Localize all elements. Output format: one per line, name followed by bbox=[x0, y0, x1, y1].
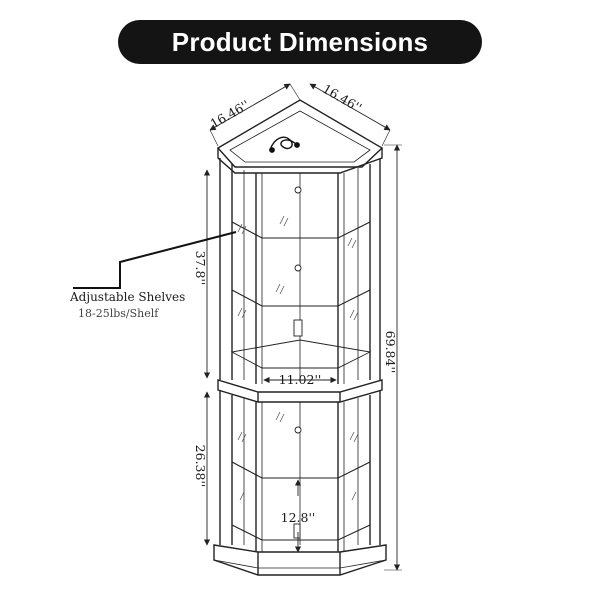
cabinet-base bbox=[213, 544, 387, 576]
hinge-icon bbox=[293, 186, 303, 539]
upper-height-label: 37.8'' bbox=[193, 251, 208, 286]
power-cord-icon bbox=[269, 136, 300, 153]
depth-left-label: 16.46'' bbox=[208, 97, 252, 131]
callout-sublabel: 18-25lbs/Shelf bbox=[78, 307, 159, 320]
glass-reflections bbox=[237, 215, 359, 501]
callout-label: Adjustable Shelves bbox=[69, 290, 185, 304]
page-title: Product Dimensions bbox=[171, 26, 429, 57]
middle-divider bbox=[217, 379, 383, 403]
shelf bbox=[231, 524, 371, 541]
depth-right-line bbox=[309, 83, 391, 131]
shelf bbox=[230, 339, 372, 369]
base-clearance-label: 12.8'' bbox=[281, 510, 316, 525]
shelf bbox=[231, 461, 371, 479]
shelf bbox=[231, 221, 371, 239]
shelves bbox=[230, 221, 372, 541]
total-height-label: 69.84'' bbox=[383, 331, 398, 374]
depth-right-label: 16.46'' bbox=[320, 81, 364, 115]
callout-leader bbox=[73, 231, 237, 289]
lower-height-label: 26.38'' bbox=[193, 445, 208, 488]
cabinet-body bbox=[213, 99, 387, 576]
shelf bbox=[231, 289, 371, 307]
title-banner: Product Dimensions bbox=[118, 20, 482, 64]
depth-left-line bbox=[209, 83, 291, 131]
shelf-width-label: 11.02'' bbox=[279, 372, 322, 387]
